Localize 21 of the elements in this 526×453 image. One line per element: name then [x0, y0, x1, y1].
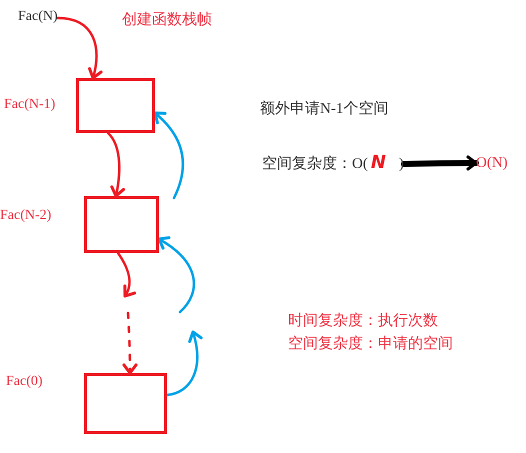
frame-label: Fac(N-1) [4, 96, 56, 114]
arrow [154, 112, 184, 200]
arrow [400, 156, 479, 170]
complexity-result: O(N) [476, 154, 508, 172]
note-text: 空间复杂度：申请的空间 [288, 335, 453, 353]
arrow [166, 330, 202, 396]
arrow [158, 236, 196, 314]
stack-frame-box [76, 78, 155, 133]
frame-label: Fac(0) [6, 373, 43, 391]
arrow [106, 132, 125, 198]
annotation-text: 额外申请N-1个空间 [260, 100, 388, 118]
arrow [56, 16, 102, 80]
function-call-label: Fac(N) [18, 8, 58, 26]
stack-frame-box [84, 196, 159, 253]
frame-label: Fac(N-2) [0, 207, 52, 225]
note-text: 时间复杂度：执行次数 [288, 312, 438, 330]
annotation-text: 创建函数栈帧 [122, 11, 212, 29]
complexity-formula: 空间复杂度：O( N ) [262, 154, 404, 173]
arrow [122, 312, 138, 374]
stack-frame-box [84, 373, 167, 434]
arrow [116, 252, 136, 298]
